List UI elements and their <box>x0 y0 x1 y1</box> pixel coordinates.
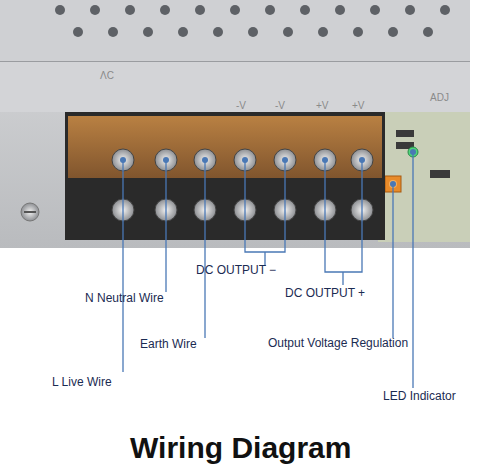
terminal-cover <box>68 116 382 178</box>
leader-dots <box>120 149 416 187</box>
silkscreen-mark: +V <box>352 100 365 111</box>
part-label: Output Voltage Regulation <box>268 336 408 350</box>
case-screw <box>21 203 39 221</box>
vent-holes <box>55 5 450 37</box>
wire-label: Earth Wire <box>140 337 197 351</box>
case-top <box>0 0 470 62</box>
metal-case <box>0 0 470 248</box>
part-label: LED Indicator <box>383 389 456 403</box>
silkscreen-mark: -V <box>236 100 246 111</box>
wire-label: N Neutral Wire <box>85 291 164 305</box>
leader-lines <box>123 152 413 388</box>
terminal-block <box>65 112 385 240</box>
silkscreen-mark: -V <box>275 100 285 111</box>
diagram-title: Wiring Diagram <box>130 431 351 465</box>
wire-label: L Live Wire <box>52 375 112 389</box>
silkscreen-mark: +V <box>316 100 329 111</box>
pcb <box>378 112 470 242</box>
terminal-label: DC OUTPUT − <box>196 263 276 277</box>
silkscreen-mark: ΛC <box>100 70 114 81</box>
terminal-label: DC OUTPUT + <box>285 286 365 300</box>
silkscreen-mark: ADJ <box>430 92 449 103</box>
terminal-screws <box>112 149 373 221</box>
